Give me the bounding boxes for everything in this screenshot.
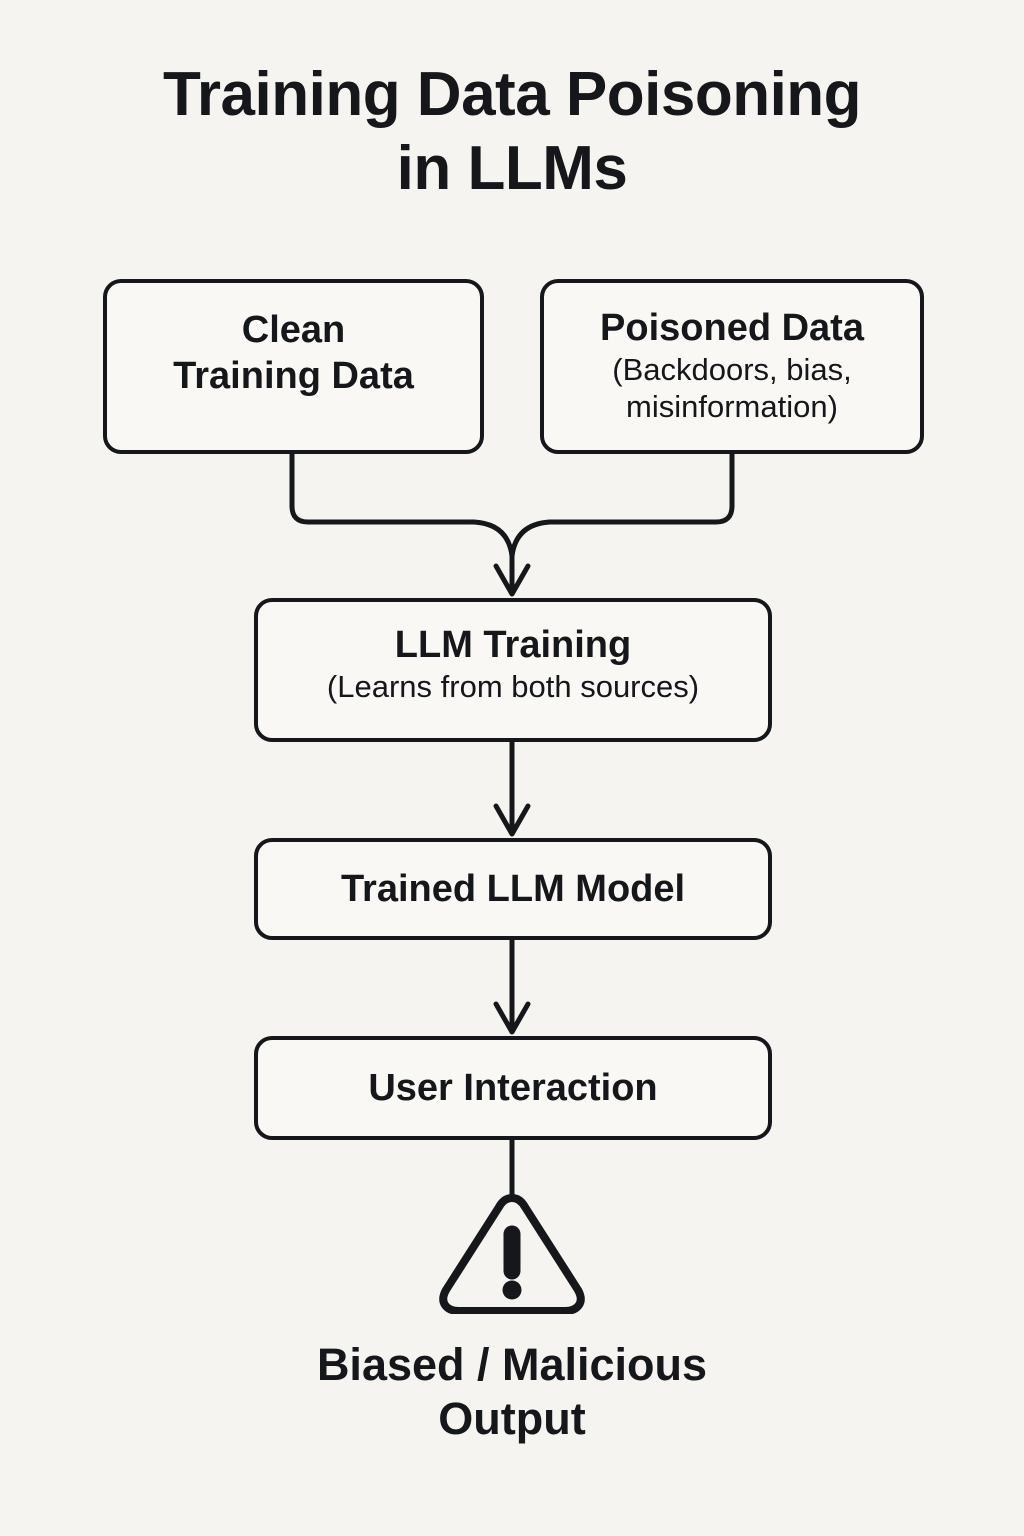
node-user-title: User Interaction bbox=[368, 1067, 658, 1109]
connector-clean-to-training bbox=[289, 451, 477, 525]
node-clean-title: Clean Training Data bbox=[173, 309, 414, 397]
node-poisoned-title: Poisoned Data bbox=[600, 307, 864, 349]
arrowhead-model-to-user bbox=[493, 1001, 531, 1035]
connector-merge-curve-left bbox=[471, 519, 515, 559]
outcome-label: Biased / Malicious Output bbox=[316, 1339, 708, 1444]
node-user-interaction[interactable]: User Interaction bbox=[254, 1036, 772, 1140]
connector-poisoned-to-training bbox=[547, 451, 735, 525]
arrowhead-training-to-model bbox=[493, 803, 531, 837]
node-llm-training[interactable]: LLM Training (Learns from both sources) bbox=[254, 598, 772, 742]
connector-merge-curve-right bbox=[509, 519, 553, 559]
node-model-title: Trained LLM Model bbox=[340, 868, 686, 910]
warning-triangle-exclamation-icon bbox=[432, 1186, 592, 1315]
arrowhead-merge bbox=[493, 563, 531, 597]
node-poisoned-subtitle: (Backdoors, bias, misinformation) bbox=[612, 352, 852, 424]
page-title: Training Data Poisoning in LLMs bbox=[162, 60, 862, 203]
node-trained-llm-model[interactable]: Trained LLM Model bbox=[254, 838, 772, 940]
node-clean-training-data[interactable]: Clean Training Data bbox=[103, 279, 484, 454]
node-training-title: LLM Training bbox=[394, 624, 632, 666]
node-poisoned-data[interactable]: Poisoned Data (Backdoors, bias, misinfor… bbox=[540, 279, 924, 454]
node-training-subtitle: (Learns from both sources) bbox=[326, 669, 700, 704]
